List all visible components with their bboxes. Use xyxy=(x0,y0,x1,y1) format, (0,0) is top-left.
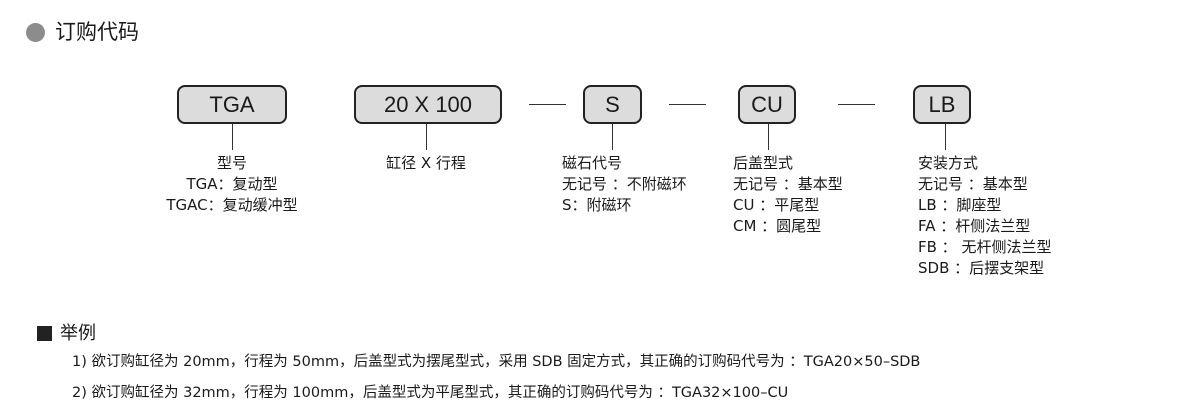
bore-stroke-description: 缸径 X 行程 xyxy=(326,153,526,174)
label-heading: 后盖型式 xyxy=(733,154,794,172)
label-option: 无记号 ：基本型 xyxy=(733,175,843,193)
code-box-rear-cover: CU xyxy=(738,85,796,124)
label-option: 无记号 ：基本型 xyxy=(918,175,1028,193)
model-description: 型号 TGA：复动型 TGAC：复动缓冲型 xyxy=(132,153,332,216)
mounting-description: 安装方式 无记号 ：基本型 LB ：脚座型 FA ：杆侧法兰型 FB ： 无杆侧… xyxy=(918,153,1051,279)
connector-line xyxy=(612,124,613,150)
section-bullet-icon xyxy=(26,23,45,42)
label-option: FA ：杆侧法兰型 xyxy=(918,217,1031,235)
label-heading: 型号 xyxy=(216,154,247,172)
code-box-bore-stroke: 20 X 100 xyxy=(354,85,502,124)
label-heading: 磁石代号 xyxy=(562,154,623,172)
example-item: 2) 欲订购缸径为 32mm，行程为 100mm，后盖型式为平尾型式，其正确的订… xyxy=(72,385,789,401)
dash-separator xyxy=(529,104,566,105)
label-option: SDB ：后摆支架型 xyxy=(918,259,1045,277)
rear-cover-description: 后盖型式 无记号 ：基本型 CU ：平尾型 CM ：圆尾型 xyxy=(733,153,843,237)
code-box-magnet: S xyxy=(583,85,642,124)
label-option: TGA：复动型 xyxy=(186,175,278,193)
connector-line xyxy=(945,124,946,150)
label-option: S：附磁环 xyxy=(562,196,632,214)
label-heading: 缸径 X 行程 xyxy=(386,154,466,172)
dash-separator xyxy=(669,104,706,105)
connector-line xyxy=(768,124,769,150)
connector-line xyxy=(426,124,427,150)
examples-bullet-icon xyxy=(37,326,52,341)
label-option: TGAC：复动缓冲型 xyxy=(166,196,298,214)
code-box-model: TGA xyxy=(177,85,287,124)
section-title: 订购代码 xyxy=(55,20,139,44)
example-item: 1) 欲订购缸径为 20mm，行程为 50mm，后盖型式为摆尾型式，采用 SDB… xyxy=(72,354,921,370)
label-option: FB ： 无杆侧法兰型 xyxy=(918,238,1052,256)
code-box-mounting: LB xyxy=(913,85,971,124)
label-option: 无记号 ：不附磁环 xyxy=(562,175,687,193)
connector-line xyxy=(232,124,233,150)
label-option: CU ：平尾型 xyxy=(733,196,820,214)
dash-separator xyxy=(838,104,875,105)
label-option: CM ：圆尾型 xyxy=(733,217,822,235)
examples-title: 举例 xyxy=(60,323,96,344)
magnet-description: 磁石代号 无记号 ：不附磁环 S：附磁环 xyxy=(562,153,687,216)
label-option: LB ：脚座型 xyxy=(918,196,1002,214)
label-heading: 安装方式 xyxy=(918,154,979,172)
